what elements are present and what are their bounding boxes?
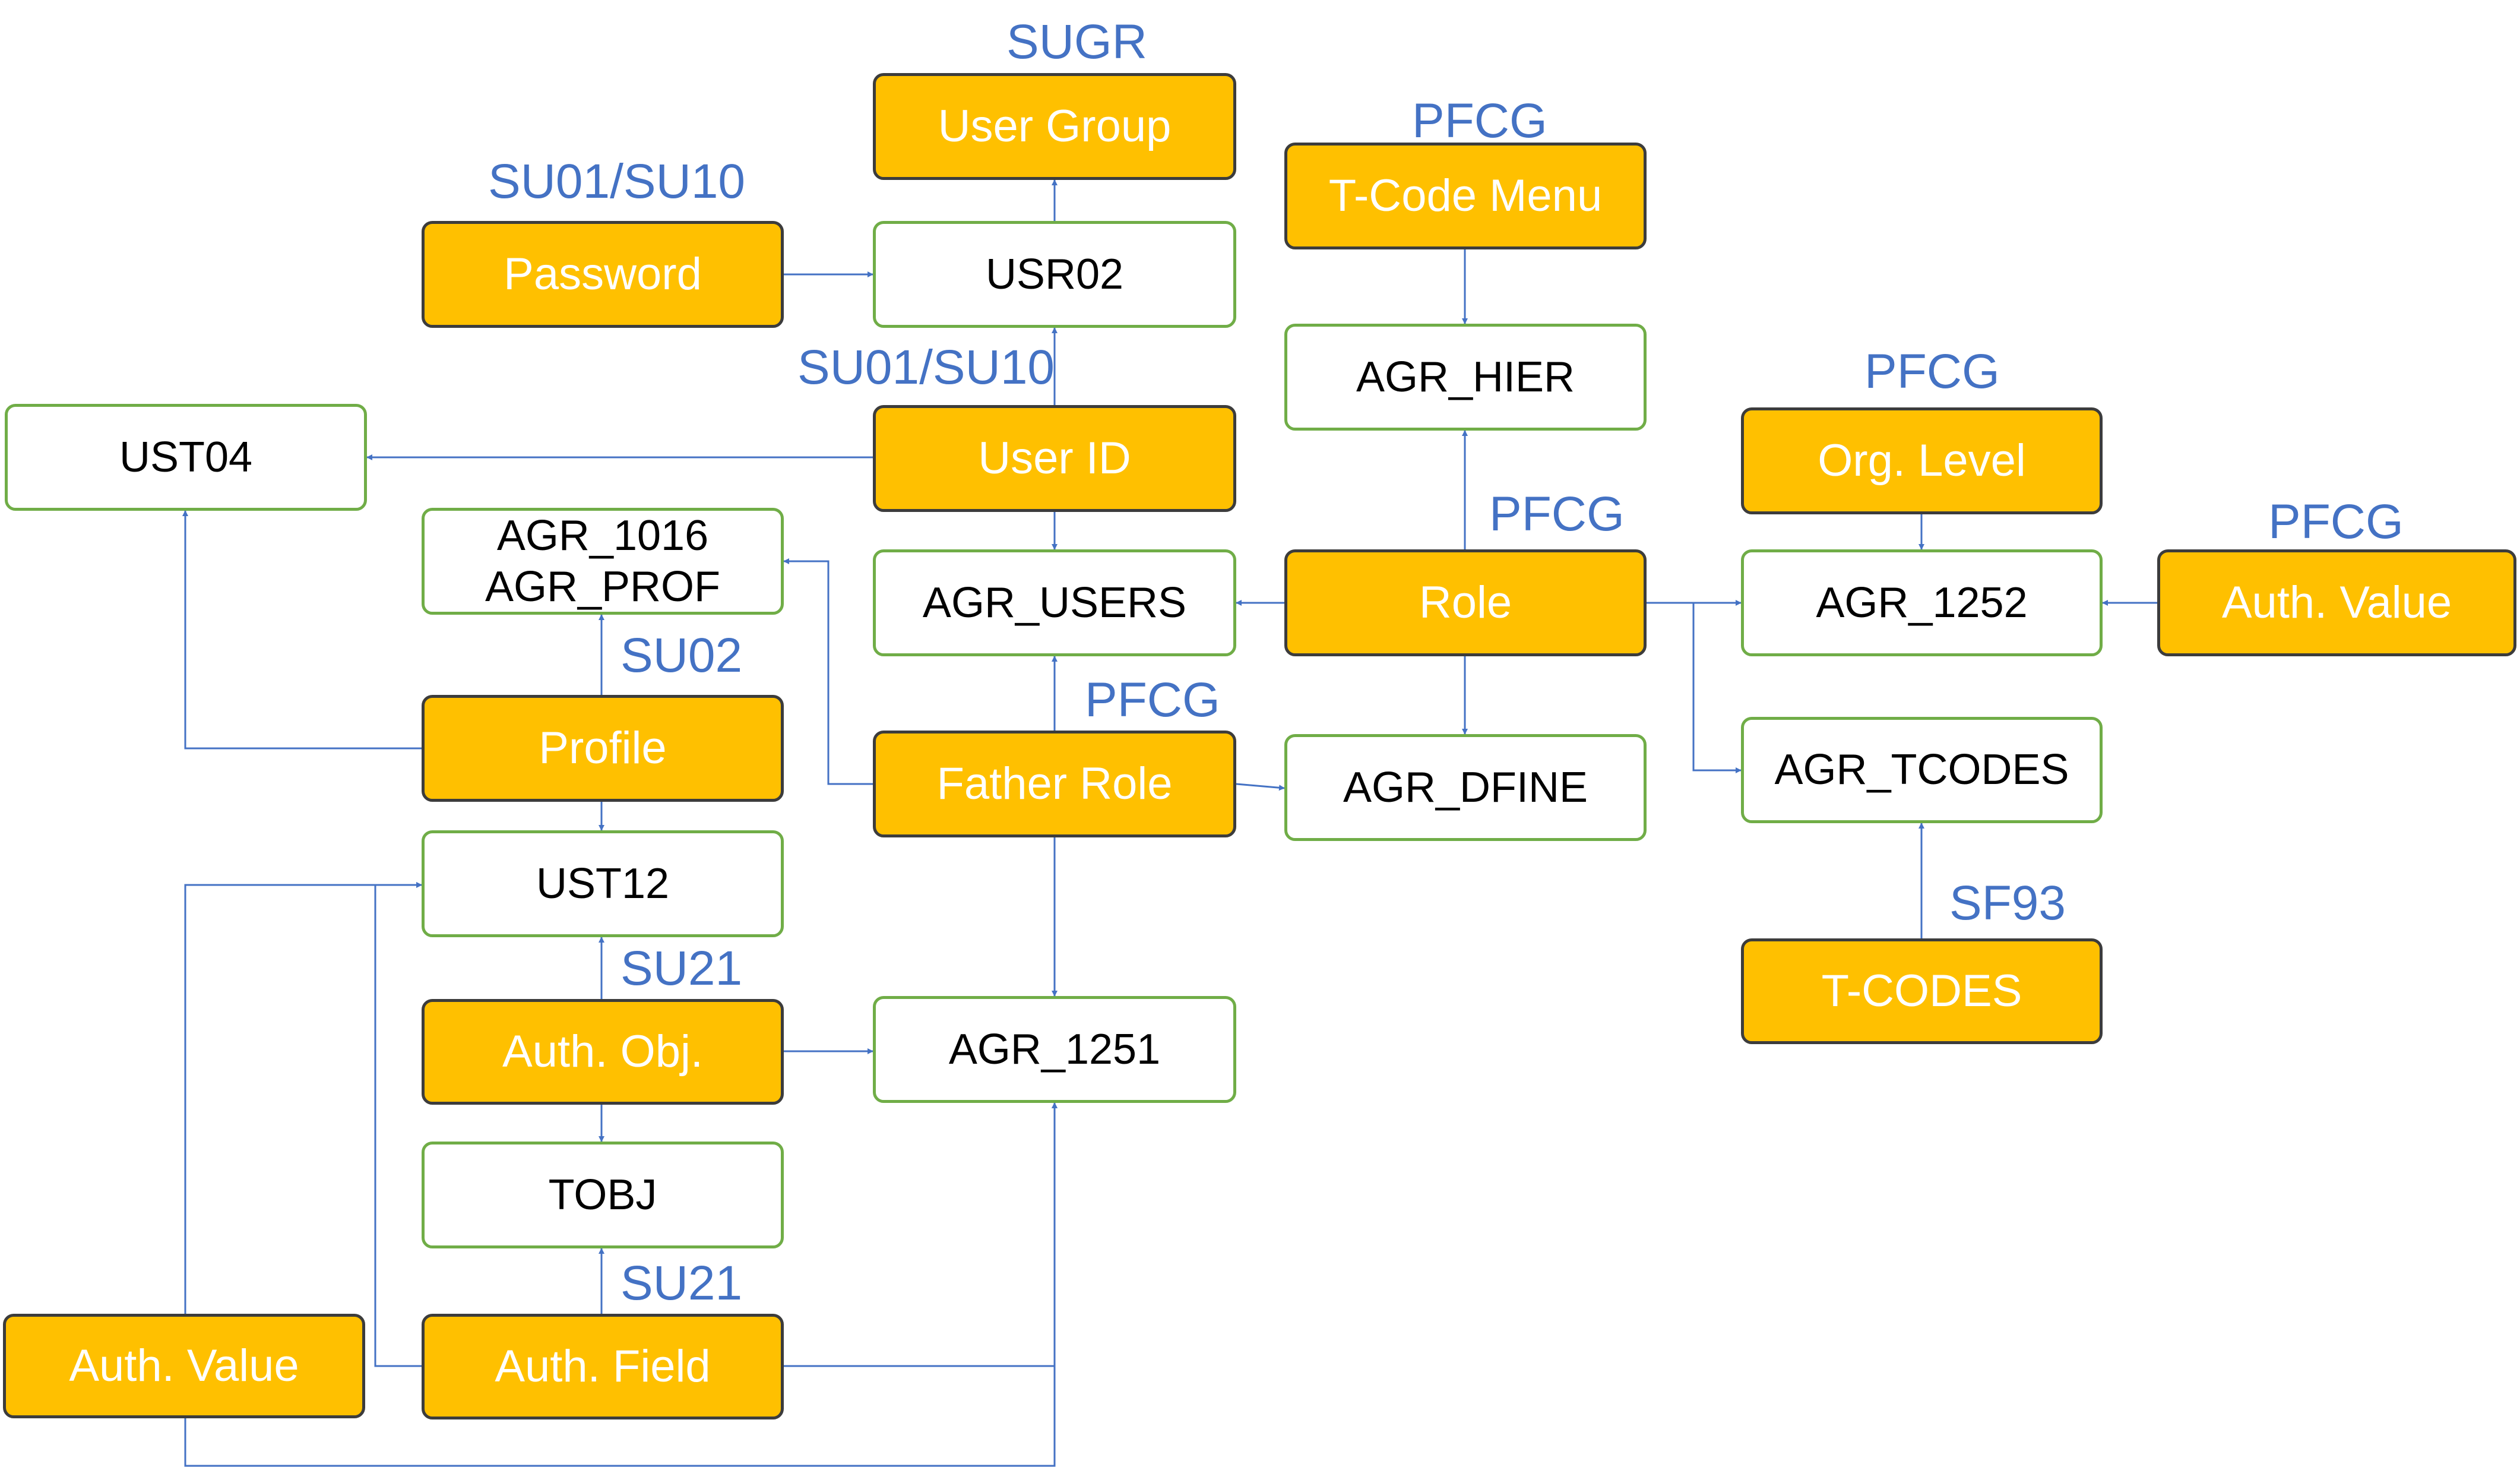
tcode-label-pfcg-auth-value: PFCG: [2268, 495, 2404, 549]
auth-field-entity: Auth. Field: [422, 1314, 784, 1419]
tcodes-label: T-CODES: [1821, 966, 2022, 1017]
auth-obj-label: Auth. Obj.: [502, 1026, 703, 1077]
arrow-auth-value-to-ust12: [184, 882, 422, 1314]
auth-value-left-entity: Auth. Value: [3, 1314, 365, 1418]
tcode-label-su02: SU02: [620, 628, 743, 682]
tobj-table: TOBJ: [422, 1142, 784, 1248]
agr-1252-table: AGR_1252: [1741, 549, 2103, 656]
arrows: [182, 179, 2157, 1467]
auth-value-left-label: Auth. Value: [69, 1340, 299, 1392]
tcode-label-sugr: SUGR: [1006, 15, 1147, 69]
tcode-label-pfcg-menu: PFCG: [1412, 94, 1547, 148]
password-label: Password: [504, 249, 702, 300]
tcode-menu-entity: T-Code Menu: [1284, 143, 1647, 249]
arrow-profile-to-ust04: [182, 510, 422, 750]
ust12-table: UST12: [422, 830, 784, 937]
agr-hier-table: AGR_HIER: [1284, 324, 1647, 431]
arrow-auth-field-to-agr-1251: [784, 1102, 1058, 1367]
agr-1251-table: AGR_1251: [873, 996, 1236, 1103]
tcode-label-su21-field: SU21: [620, 1256, 743, 1310]
agr-dfine-label: AGR_DFINE: [1343, 763, 1588, 811]
tobj-label: TOBJ: [548, 1171, 657, 1219]
agr-1251-label: AGR_1251: [948, 1025, 1161, 1073]
role-entity: Role: [1284, 549, 1647, 656]
tcode-menu-label: T-Code Menu: [1328, 170, 1603, 222]
agr-hier-label: AGR_HIER: [1356, 353, 1575, 401]
usr02-table: USR02: [873, 221, 1236, 328]
agr-dfine-table: AGR_DFINE: [1284, 734, 1647, 841]
auth-value-right-entity: Auth. Value: [2157, 549, 2516, 656]
tcode-label-su21-obj: SU21: [620, 941, 743, 995]
arrow-father-role-to-agr-1016: [783, 558, 873, 785]
ust04-label: UST04: [119, 433, 253, 481]
org-level-entity: Org. Level: [1741, 407, 2103, 514]
user-id-entity: User ID: [873, 405, 1236, 512]
tcode-label-su01-user: SU01/SU10: [797, 340, 1055, 394]
password-entity: Password: [422, 221, 784, 328]
role-label: Role: [1419, 577, 1512, 628]
auth-obj-entity: Auth. Obj.: [422, 999, 784, 1105]
profile-entity: Profile: [422, 695, 784, 802]
father-role-entity: Father Role: [873, 731, 1236, 837]
arrow-father-role-to-agr-dfine: [1236, 783, 1285, 791]
agr-users-table: AGR_USERS: [873, 549, 1236, 656]
user-id-label: User ID: [978, 433, 1131, 484]
tcode-label-sf93: SF93: [1949, 876, 2066, 930]
ust12-label: UST12: [536, 859, 670, 908]
agr-tcodes-table: AGR_TCODES: [1741, 717, 2103, 823]
agr-users-label: AGR_USERS: [922, 578, 1187, 627]
agr-1252-label: AGR_1252: [1816, 578, 2028, 627]
arrow-role-to-agr-tcodes: [1647, 602, 1742, 773]
arrow-auth-value-to-agr-1251: [184, 1102, 1058, 1467]
tcode-label-pfcg-role: PFCG: [1489, 487, 1625, 541]
arrow-auth-field-to-ust12: [374, 882, 422, 1367]
agr-tcodes-label: AGR_TCODES: [1774, 746, 2069, 794]
user-group-label: User Group: [938, 101, 1172, 152]
tcode-label-pfcg-father: PFCG: [1085, 673, 1220, 727]
father-role-label: Father Role: [936, 758, 1173, 810]
auth-value-right-label: Auth. Value: [2221, 577, 2452, 628]
tcode-label-pfcg-org: PFCG: [1864, 344, 2000, 399]
tcodes-entity: T-CODES: [1741, 938, 2103, 1044]
tcode-label-su01-password: SU01/SU10: [488, 154, 746, 208]
usr02-label: USR02: [985, 250, 1124, 298]
user-group-entity: User Group: [873, 73, 1236, 180]
agr-prof-label: AGR_PROF: [485, 563, 721, 611]
profile-label: Profile: [539, 723, 667, 774]
agr-1016-label: AGR_1016: [496, 511, 709, 559]
auth-field-label: Auth. Field: [495, 1341, 711, 1392]
org-level-label: Org. Level: [1818, 435, 2026, 486]
ust04-table: UST04: [5, 404, 367, 511]
